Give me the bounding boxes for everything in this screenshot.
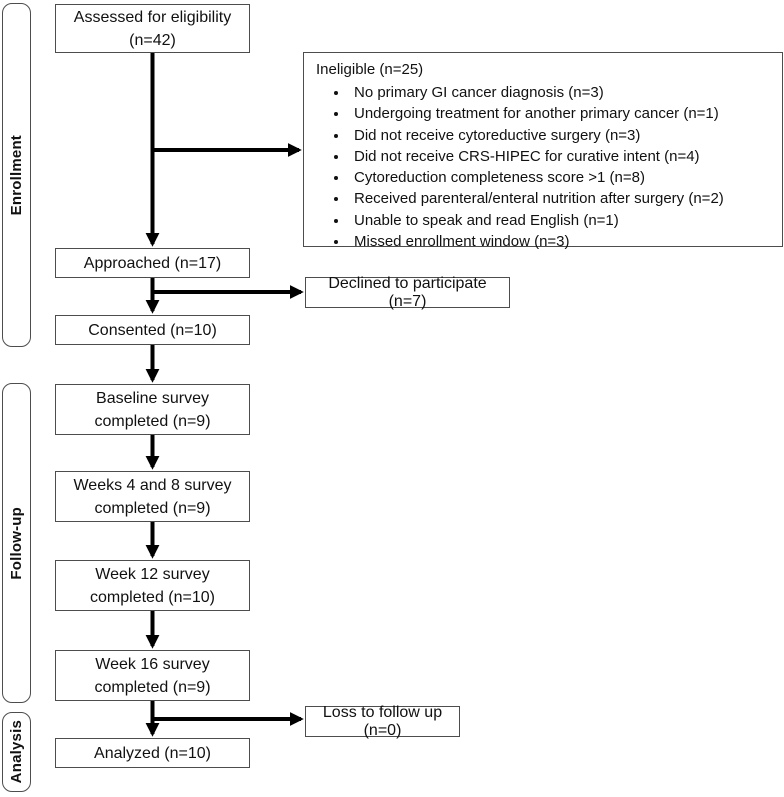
box-weeks-4-8-survey: Weeks 4 and 8 survey completed (n=9) <box>55 471 250 522</box>
box-week-16-survey: Week 16 survey completed (n=9) <box>55 650 250 701</box>
box-analyzed-label: Analyzed (n=10) <box>94 744 211 762</box>
ineligible-reason: No primary GI cancer diagnosis (n=3) <box>349 82 772 103</box>
box-baseline-survey-label: Baseline survey completed (n=9) <box>94 389 211 430</box>
box-analyzed: Analyzed (n=10) <box>55 738 250 768</box>
box-baseline-survey: Baseline survey completed (n=9) <box>55 384 250 435</box>
box-declined-label: Declined to participate (n=7) <box>328 274 487 310</box>
box-approached-label: Approached (n=17) <box>83 254 222 272</box>
section-label-enrollment: Enrollment <box>8 134 25 216</box>
box-assessed-eligibility-label: Assessed for eligibility (n=42) <box>73 8 232 49</box>
ineligible-reason: Did not receive CRS-HIPEC for curative i… <box>349 146 772 167</box>
ineligible-reason: Unable to speak and read English (n=1) <box>349 210 772 231</box>
box-week-12-survey: Week 12 survey completed (n=10) <box>55 560 250 611</box>
ineligible-reason: Undergoing treatment for another primary… <box>349 103 772 124</box>
box-consented-label: Consented (n=10) <box>88 321 217 339</box>
section-tab-followup: Follow-up <box>2 383 31 703</box>
ineligible-reason: Received parenteral/enteral nutrition af… <box>349 188 772 209</box>
box-week-16-survey-label: Week 16 survey completed (n=9) <box>94 655 211 696</box>
box-loss-to-follow-up: Loss to follow up (n=0) <box>305 703 460 739</box>
ineligible-reason: Missed enrollment window (n=3) <box>349 231 772 252</box>
box-assessed-eligibility: Assessed for eligibility (n=42) <box>55 4 250 53</box>
box-week-12-survey-label: Week 12 survey completed (n=10) <box>90 565 215 606</box>
ineligible-reason: Cytoreduction completeness score >1 (n=8… <box>349 167 772 188</box>
ineligible-reason: Did not receive cytoreductive surgery (n… <box>349 125 772 146</box>
box-loss-label: Loss to follow up (n=0) <box>322 703 443 739</box>
ineligible-reason-list: No primary GI cancer diagnosis (n=3) Und… <box>316 82 772 252</box>
ineligible-title: Ineligible (n=25) <box>316 61 424 78</box>
box-weeks-4-8-survey-label: Weeks 4 and 8 survey completed (n=9) <box>73 476 232 517</box>
box-ineligible-reasons: Ineligible (n=25) No primary GI cancer d… <box>303 52 783 250</box>
box-approached: Approached (n=17) <box>55 248 250 278</box>
section-label-analysis: Analysis <box>8 720 25 784</box>
section-tab-analysis: Analysis <box>2 712 31 792</box>
section-label-followup: Follow-up <box>8 506 25 580</box>
section-tab-enrollment: Enrollment <box>2 3 31 347</box>
box-declined-to-participate: Declined to participate (n=7) <box>305 274 510 310</box>
box-consented: Consented (n=10) <box>55 315 250 345</box>
